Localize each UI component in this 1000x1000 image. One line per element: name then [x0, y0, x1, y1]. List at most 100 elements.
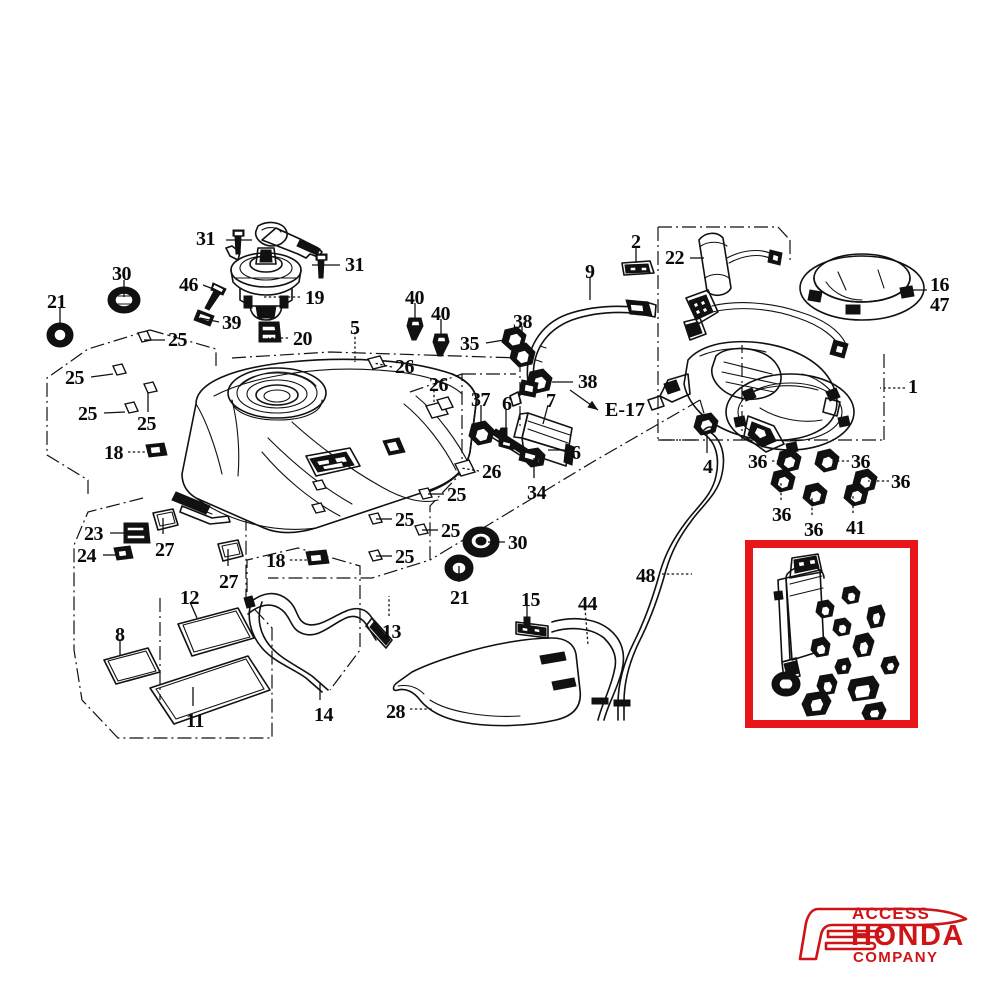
callout-13: 13	[382, 621, 402, 643]
callout-1: 1	[908, 376, 918, 398]
pad-28	[392, 637, 582, 727]
fuel-pump-module	[647, 232, 855, 454]
callout-8: 8	[115, 624, 125, 646]
group-boundary-left	[46, 329, 217, 498]
hose-44	[551, 617, 625, 721]
callout-36: 36	[851, 451, 871, 473]
callout-14: 14	[314, 704, 334, 726]
logo-text-company: COMPANY	[853, 949, 939, 966]
group-boundary-right-of-tank	[268, 373, 516, 579]
callout-25: 25	[395, 509, 415, 531]
nut-38-a	[509, 342, 536, 368]
clip-20	[258, 321, 282, 343]
leader-c46	[202, 284, 217, 291]
clip-25-cluster-left	[112, 330, 158, 414]
callout-25: 25	[168, 329, 188, 351]
tank-filler-opening	[227, 367, 327, 421]
callout-leaders	[59, 239, 927, 710]
callout-44: 44	[578, 593, 598, 615]
callout-6: 6	[502, 393, 512, 415]
grommet-23	[123, 522, 151, 544]
callout-48: 48	[636, 565, 656, 587]
fuel-pump-highlight-box[interactable]	[745, 540, 918, 728]
callout-41: 41	[846, 517, 866, 539]
callout-15: 15	[521, 589, 541, 611]
hose-48	[613, 426, 725, 721]
callout-38: 38	[513, 311, 533, 333]
logo-text-access: ACCESS	[852, 904, 931, 923]
fastener-40-a	[406, 317, 424, 341]
nut-37	[468, 420, 495, 446]
callout-18: 18	[266, 550, 286, 572]
callout-21: 21	[450, 587, 470, 609]
clip-18-left	[145, 442, 168, 458]
clip-18-right	[305, 549, 330, 566]
callout-11: 11	[186, 710, 204, 732]
callout-26: 26	[395, 356, 415, 378]
callout-39: 39	[222, 312, 242, 334]
logo-text-honda: HONDA	[851, 920, 965, 952]
callout-36: 36	[772, 504, 792, 526]
logo-wing-mark	[798, 907, 968, 961]
callout-36: 36	[748, 451, 768, 473]
leader-c26a	[373, 362, 393, 368]
grommet-21-left	[46, 322, 74, 348]
clip-cluster-right	[366, 355, 477, 562]
callout-12: 12	[180, 587, 200, 609]
callout-9: 9	[585, 261, 595, 283]
callout-31: 31	[196, 228, 216, 250]
callout-36: 36	[891, 471, 911, 493]
callout-25: 25	[78, 403, 98, 425]
pad-12	[177, 607, 255, 657]
hose-9	[509, 299, 657, 407]
bolt-31-left	[232, 229, 245, 255]
pad-11	[149, 655, 271, 725]
access-honda-company-logo: ACCESS HONDA COMPANY	[788, 893, 993, 971]
callout-24: 24	[77, 545, 97, 567]
group-boundary-diagonal	[429, 399, 707, 561]
callout-25: 25	[441, 520, 461, 542]
highlight-box-contents	[771, 553, 900, 722]
fasteners-36-41	[770, 448, 878, 507]
callout-38: 38	[578, 371, 598, 393]
fitting-2	[621, 260, 655, 276]
callout-28: 28	[386, 701, 406, 723]
callout-31: 31	[345, 254, 365, 276]
callout-4: 4	[703, 456, 713, 478]
leader-c25b	[90, 373, 114, 378]
callout-37: 37	[471, 389, 491, 411]
callout-27: 27	[219, 571, 239, 593]
tank-emblem	[305, 447, 361, 477]
callout-25: 25	[65, 367, 85, 389]
callout-35: 35	[460, 333, 480, 355]
callout-23: 23	[84, 523, 104, 545]
fitting-4	[693, 412, 719, 436]
callout-19: 19	[305, 287, 325, 309]
callout-36: 36	[804, 519, 824, 541]
callout-7: 7	[546, 390, 556, 412]
callout-25: 25	[447, 484, 467, 506]
callout-26: 26	[482, 461, 502, 483]
leader-c39	[199, 317, 220, 323]
clip-6-b	[518, 447, 541, 466]
hose-14	[248, 599, 329, 693]
leader-c12	[189, 601, 198, 619]
callout-27: 27	[155, 539, 175, 561]
callout-26: 26	[429, 374, 449, 396]
callout-40: 40	[405, 287, 425, 309]
leader-c7	[542, 404, 549, 425]
callout-6: 6	[571, 442, 581, 464]
leader-c44	[584, 607, 589, 646]
clip-27-a	[152, 508, 179, 531]
clip-27-b	[217, 539, 244, 562]
retainer-ring-16-47	[799, 253, 925, 321]
callout-21: 21	[47, 291, 67, 313]
callout-46: 46	[179, 274, 199, 296]
part-7-assembly	[513, 412, 575, 467]
callout-e-17: E-17	[605, 399, 645, 421]
bolt-31-right	[315, 253, 328, 279]
bolt-46	[204, 282, 227, 311]
callout-30: 30	[112, 263, 132, 285]
